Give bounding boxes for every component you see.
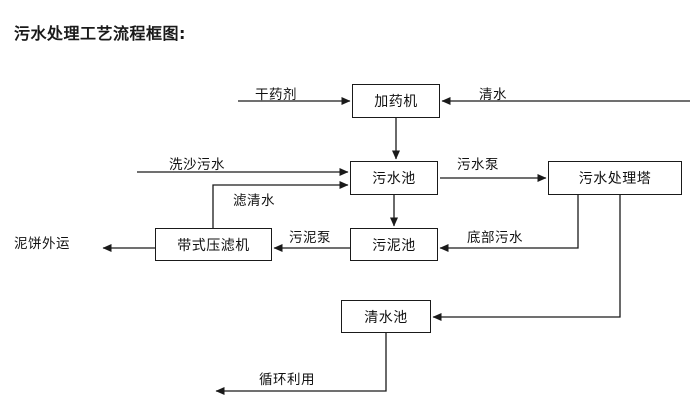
label-filtered-water: 滤清水 bbox=[233, 193, 275, 209]
node-label-dosing-machine: 加药机 bbox=[374, 94, 418, 110]
edge-tower-to-sludge-pool bbox=[439, 195, 579, 252]
node-clean-water-pool[interactable]: 清水池 bbox=[341, 300, 431, 333]
edge-tower-to-clean-water-pool bbox=[432, 195, 621, 321]
label-sludge-pump: 污泥泵 bbox=[289, 230, 331, 246]
label-mud-cake-transport: 泥饼外运 bbox=[14, 236, 70, 252]
node-wastewater-pool[interactable]: 污水池 bbox=[350, 161, 438, 195]
label-bottom-sewage: 底部污水 bbox=[467, 230, 523, 246]
label-recycling-reuse: 循环利用 bbox=[259, 372, 315, 388]
node-label-belt-filter-press: 带式压滤机 bbox=[177, 237, 250, 254]
label-clean-water-input: 清水 bbox=[479, 87, 507, 103]
label-dry-chemical: 干药剂 bbox=[255, 87, 297, 103]
edge-filterpress-to-wastewater-pool bbox=[212, 181, 349, 228]
node-label-clean-water-pool: 清水池 bbox=[364, 309, 408, 326]
node-label-sludge-pool: 污泥池 bbox=[372, 237, 416, 254]
node-treatment-tower[interactable]: 污水处理塔 bbox=[548, 161, 682, 195]
node-belt-filter-press[interactable]: 带式压滤机 bbox=[155, 228, 272, 261]
page-title: 污水处理工艺流程框图: bbox=[14, 24, 186, 43]
node-label-treatment-tower: 污水处理塔 bbox=[578, 171, 652, 187]
edge-clean-water-pool-to-reuse bbox=[215, 333, 387, 395]
node-sludge-pool[interactable]: 污泥池 bbox=[350, 228, 438, 261]
node-label-wastewater-pool: 污水池 bbox=[372, 171, 416, 187]
node-dosing-machine[interactable]: 加药机 bbox=[352, 84, 440, 118]
label-sand-wash-sewage: 洗沙污水 bbox=[169, 157, 225, 173]
label-sewage-pump: 污水泵 bbox=[457, 157, 499, 173]
